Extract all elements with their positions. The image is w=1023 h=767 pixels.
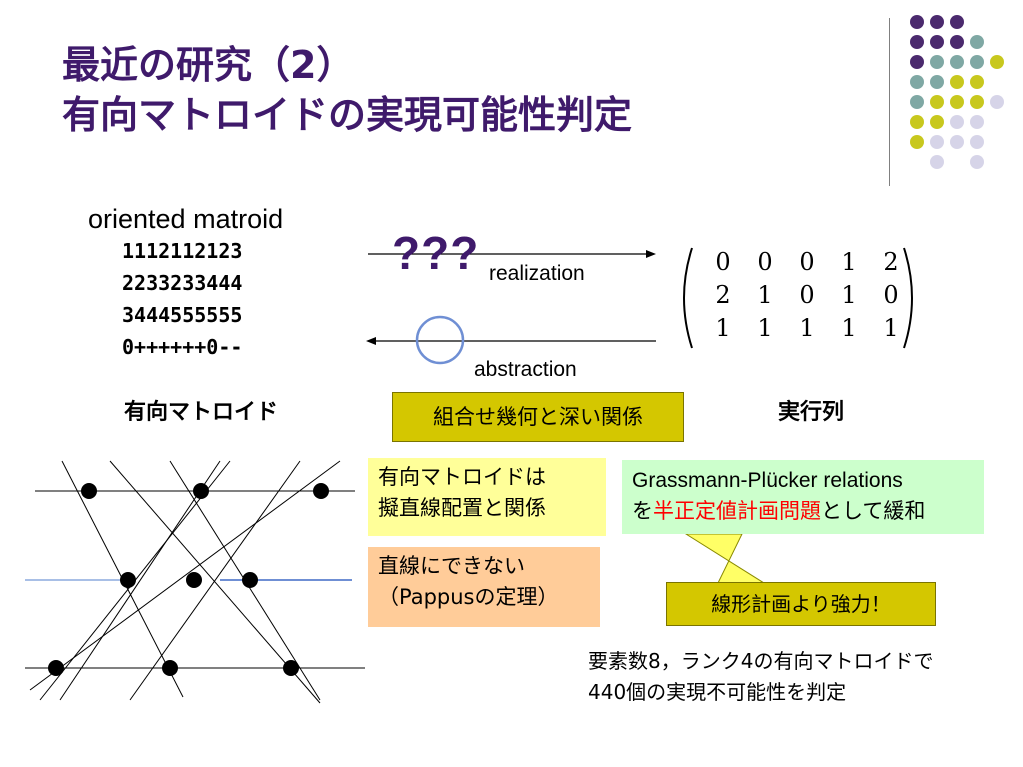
matrix-entries: 0 0 0 1 2 2 1 0 1 0 1 1 1 1 1 <box>702 248 912 347</box>
pappus-point <box>283 660 299 676</box>
pappus-configuration <box>25 460 365 704</box>
combinatorial-geometry-box: 組合せ幾何と深い関係 <box>392 392 684 442</box>
pseudoline-line-2: 擬直線配置と関係 <box>378 496 546 520</box>
pseudoline-line-1: 有向マトロイドは <box>378 465 546 489</box>
realization-label: realization <box>489 262 585 285</box>
matrix-cell: 1 <box>883 314 899 342</box>
pappus-point <box>48 660 64 676</box>
matrix-cell: 1 <box>757 281 773 309</box>
pappus-line-1: 直線にできない <box>378 554 525 578</box>
title-line-2: 有向マトロイドの実現可能性判定 <box>62 93 633 137</box>
matrix-brackets <box>683 247 913 349</box>
callout-pointer <box>684 533 766 584</box>
matrix-cell: 1 <box>715 314 731 342</box>
pappus-point <box>193 483 209 499</box>
pappus-point <box>162 660 178 676</box>
matrix-cell: 1 <box>799 314 815 342</box>
unknown-marker: ??? <box>392 227 480 279</box>
result-text: 要素数8，ランク4の有向マトロイドで 440個の実現不可能性を判定 <box>588 646 933 708</box>
oriented-matroid-caption: 有向マトロイド <box>124 400 279 425</box>
pappus-line <box>29 460 341 691</box>
matrix-cell: 0 <box>757 248 773 276</box>
gp-prefix: を <box>632 499 653 523</box>
title-line-1: 最近の研究（2） <box>62 43 355 87</box>
matrix-cell: 0 <box>715 248 731 276</box>
matrix-cell: 0 <box>799 281 815 309</box>
pappus-line <box>129 460 301 701</box>
slide-title: 最近の研究（2） 有向マトロイドの実現可能性判定 <box>62 40 632 140</box>
pappus-point <box>186 572 202 588</box>
abstraction-label: abstraction <box>474 358 577 381</box>
gp-suffix: として緩和 <box>821 499 926 523</box>
pappus-line-2: （Pappusの定理） <box>378 585 559 609</box>
result-line-1: 要素数8，ランク4の有向マトロイドで <box>588 649 934 673</box>
pappus-line <box>59 460 221 701</box>
matrix-cell: 0 <box>883 281 899 309</box>
grassmann-plucker-box: Grassmann-Plücker relations を半正定値計画問題として… <box>622 460 984 534</box>
matrix-cell: 2 <box>883 248 899 276</box>
pappus-point <box>242 572 258 588</box>
gp-line-1: Grassmann-Plücker relations <box>632 469 903 492</box>
decorative-dot-grid <box>0 0 1023 170</box>
pappus-point <box>81 483 97 499</box>
chirotope-row: 1112112123 <box>122 239 243 263</box>
matrix-cell: 1 <box>841 314 857 342</box>
sdp-highlight: 半正定値計画問題 <box>653 499 821 523</box>
chirotope-row: 0++++++0-- <box>122 335 243 359</box>
real-matrix: 0 0 0 1 2 2 1 0 1 0 1 1 1 1 1 <box>672 244 924 352</box>
pseudoline-box: 有向マトロイドは 擬直線配置と関係 <box>368 458 606 536</box>
gp-line-2: を半正定値計画問題として緩和 <box>632 496 974 527</box>
stronger-than-lp-callout: 線形計画より強力！ <box>666 582 936 626</box>
highlight-circle <box>415 315 465 365</box>
pappus-point <box>120 572 136 588</box>
pappus-box: 直線にできない （Pappusの定理） <box>368 547 600 627</box>
matrix-cell: 0 <box>799 248 815 276</box>
chirotope-listing: 1112112123 2233233444 3444555555 0++++++… <box>122 235 242 363</box>
pappus-line <box>109 460 321 704</box>
result-line-2: 440個の実現不可能性を判定 <box>588 680 847 704</box>
chirotope-row: 3444555555 <box>122 303 243 327</box>
decorative-divider <box>889 18 890 186</box>
abstraction-arrow-head <box>366 337 376 345</box>
stronger-than-lp-text: 線形計画より強力！ <box>711 592 891 616</box>
matrix-caption: 実行列 <box>778 400 845 425</box>
matrix-cell: 1 <box>841 281 857 309</box>
realization-arrow-head <box>646 250 656 258</box>
matrix-cell: 1 <box>841 248 857 276</box>
matrix-cell: 1 <box>757 314 773 342</box>
chirotope-row: 2233233444 <box>122 271 243 295</box>
oriented-matroid-heading: oriented matroid <box>88 204 284 234</box>
pappus-point <box>313 483 329 499</box>
matrix-cell: 2 <box>715 281 731 309</box>
